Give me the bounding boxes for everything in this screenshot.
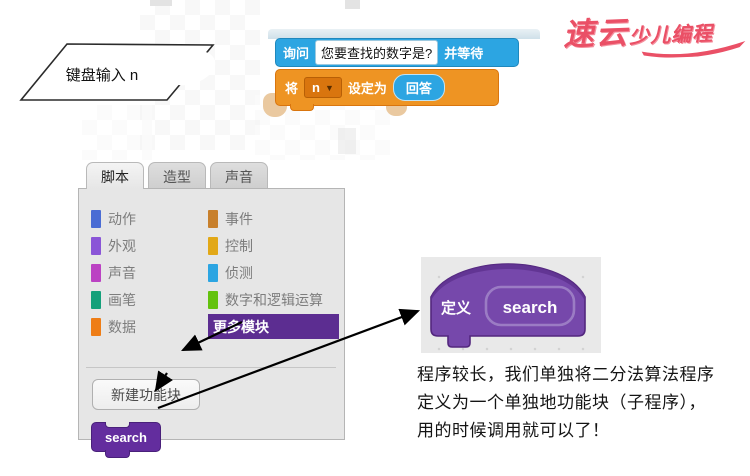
ask-block-prefix: 询问: [283, 46, 310, 61]
chevron-down-icon: ▼: [324, 82, 334, 93]
category-label: 外观: [108, 237, 136, 254]
set-variable-block[interactable]: 将 n ▼ 设定为 回答: [275, 69, 499, 111]
category-color-swatch: [91, 290, 101, 309]
category-label: 数据: [108, 318, 136, 335]
category-label: 声音: [108, 264, 136, 281]
category-control[interactable]: 控制: [208, 232, 339, 259]
palette-body: 动作 外观 声音 画笔: [78, 188, 345, 458]
category-more-blocks[interactable]: 更多模块: [208, 314, 339, 339]
define-block-name: search: [503, 298, 558, 317]
tab-sounds[interactable]: 声音: [210, 162, 268, 189]
category-looks[interactable]: 外观: [91, 232, 136, 259]
category-sound[interactable]: 声音: [91, 259, 136, 286]
erased-artifact: [338, 128, 356, 154]
ask-question-input[interactable]: 您要查找的数字是?: [315, 40, 439, 65]
search-custom-block[interactable]: search: [91, 422, 161, 458]
category-color-swatch: [91, 263, 101, 282]
ask-and-wait-block[interactable]: 询问 您要查找的数字是? 并等待: [275, 38, 519, 67]
category-color-swatch: [208, 236, 218, 255]
caption-line: 用的时候调用就可以了！: [417, 421, 610, 440]
category-sensing[interactable]: 侦测: [208, 259, 339, 286]
script-area-fragment: 定义 search: [421, 257, 601, 353]
category-events[interactable]: 事件: [208, 205, 339, 232]
category-label: 侦测: [225, 264, 253, 281]
ask-block-suffix: 并等待: [444, 46, 484, 61]
category-color-swatch: [91, 209, 101, 228]
palette-divider: [86, 367, 336, 368]
make-a-block-button[interactable]: 新建功能块: [92, 379, 200, 410]
define-search-hat-block[interactable]: 定义 search: [423, 261, 593, 351]
category-color-swatch: [208, 263, 218, 282]
category-label: 事件: [225, 210, 253, 227]
palette-tabs: 脚本 造型 声音: [86, 162, 268, 189]
category-label: 控制: [225, 237, 253, 254]
caption-line: 程序较长，我们单独将二分法算法程序: [417, 365, 715, 384]
answer-reporter-block[interactable]: 回答: [392, 74, 445, 101]
erased-artifact: [345, 0, 360, 9]
category-color-swatch: [208, 209, 218, 228]
category-color-swatch: [91, 236, 101, 255]
category-label: 画笔: [108, 291, 136, 308]
category-label: 更多模块: [213, 318, 269, 335]
erased-artifact: [150, 0, 172, 6]
caption-line: 定义为一个单独地功能块（子程序），: [417, 393, 706, 412]
erased-artifact: [82, 105, 152, 160]
category-label: 数字和逻辑运算: [225, 291, 323, 308]
flowchart-label: 键盘输入 n: [66, 66, 139, 84]
category-data[interactable]: 数据: [91, 313, 136, 340]
variable-name: n: [312, 80, 320, 95]
brand-logo: 速云少儿编程: [562, 3, 750, 62]
scratch-ui-strip: [268, 29, 540, 39]
define-keyword-label: 定义: [441, 299, 471, 317]
set-block-middle: 设定为: [347, 81, 387, 96]
category-motion[interactable]: 动作: [91, 205, 136, 232]
tab-scripts[interactable]: 脚本: [86, 162, 144, 189]
category-color-swatch: [91, 317, 101, 336]
logo-underline-swoosh: [641, 40, 746, 58]
caption-text: 程序较长，我们单独将二分法算法程序 定义为一个单独地功能块（子程序）， 用的时候…: [417, 361, 749, 445]
set-block-prefix: 将: [285, 81, 299, 96]
category-operators[interactable]: 数字和逻辑运算: [208, 286, 339, 313]
category-pen[interactable]: 画笔: [91, 286, 136, 313]
tab-costumes[interactable]: 造型: [148, 162, 206, 189]
scratch-palette-panel: 脚本 造型 声音 动作 外观 声音: [78, 162, 345, 458]
category-label: 动作: [108, 210, 136, 227]
category-color-swatch: [208, 290, 218, 309]
variable-dropdown[interactable]: n ▼: [304, 77, 342, 98]
